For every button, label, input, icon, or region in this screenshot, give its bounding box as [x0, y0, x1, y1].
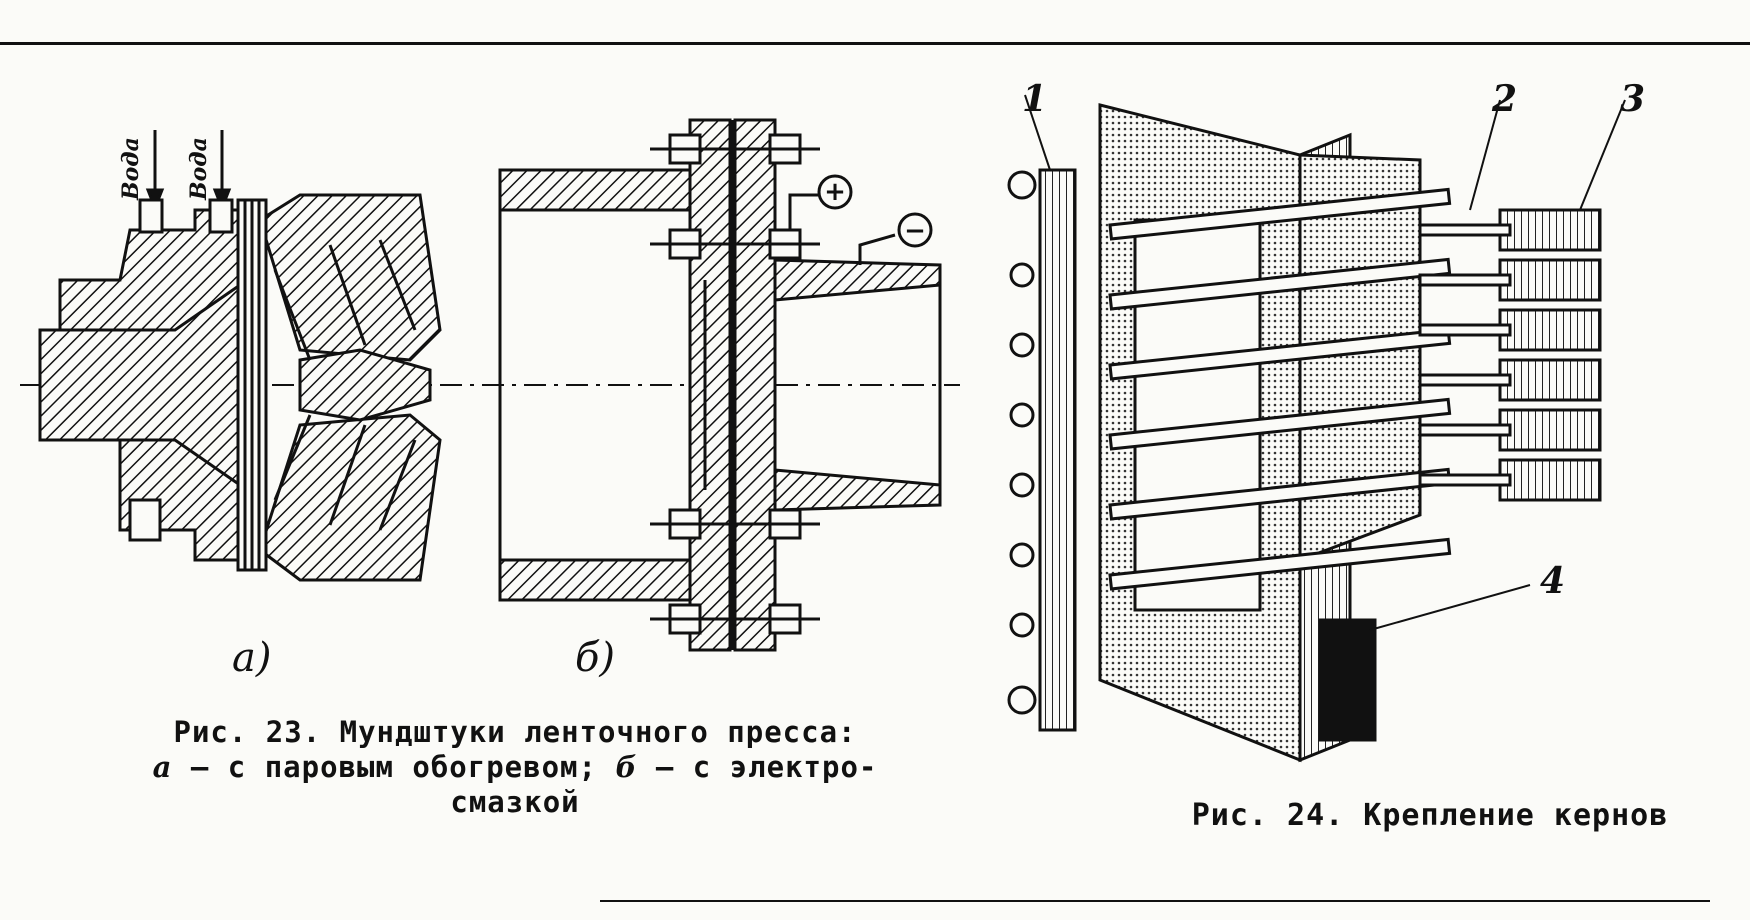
label-2: 2 [1492, 78, 1518, 120]
label-3: 3 [1620, 78, 1646, 120]
figure-23-caption: Рис. 23. Мундштуки ленточного пресса: а … [70, 715, 960, 820]
core-mounting-assembly [1007, 94, 1626, 763]
caption-23-mid: — с паровым обогревом; [172, 750, 616, 784]
label-4: 4 [1540, 560, 1566, 602]
bottom-rule [600, 900, 1710, 902]
mouthpiece-a [38, 130, 442, 582]
caption-23-b: б [615, 750, 638, 784]
label-1: 1 [1022, 78, 1048, 120]
water-label-1: Вода [118, 137, 144, 200]
top-rule [0, 42, 1750, 45]
caption-23-line-2: а — с паровым обогревом; б — с электро- [70, 750, 960, 785]
mouthpiece-b [498, 118, 942, 652]
plus-sign: + [824, 177, 846, 207]
minus-sign: − [904, 216, 926, 246]
subfigure-label-b: б) [575, 635, 616, 681]
figure-24-drawing [1007, 94, 1626, 763]
caption-23-line-3: смазкой [450, 785, 580, 819]
caption-23-end: — с электро- [637, 750, 878, 784]
figure-23-drawing: + − [20, 118, 960, 652]
water-label-2: Вода [186, 137, 212, 200]
subfigure-label-a: а) [232, 635, 272, 681]
figure-24-caption: Рис. 24. Крепление кернов [1191, 798, 1669, 833]
caption-23-line-1: Рис. 23. Мундштуки ленточного пресса: [173, 715, 857, 749]
caption-23-a: а [152, 750, 173, 784]
